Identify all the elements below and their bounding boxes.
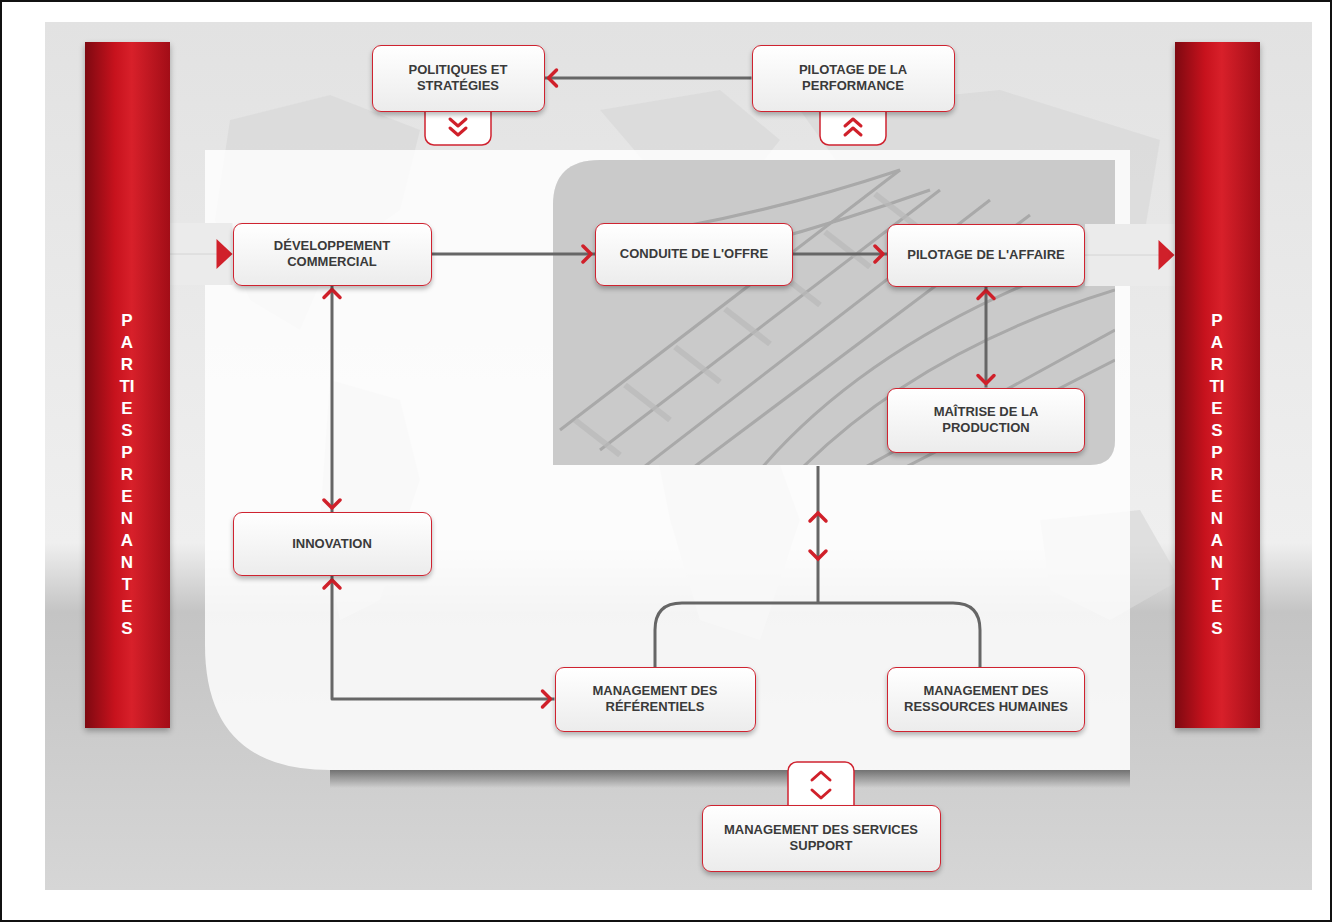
- process-box: PILOTAGE DE LA PERFORMANCE: [752, 45, 955, 112]
- stakeholder-band: PARTIES PRENANTES: [85, 42, 170, 728]
- arrow-head: [543, 691, 551, 707]
- box-label: MANAGEMENT DES RESSOURCES HUMAINES: [898, 683, 1074, 715]
- entry-bar: [170, 223, 233, 285]
- box-label: MAÎTRISE DE LA PRODUCTION: [898, 404, 1074, 436]
- arrow-head: [1159, 240, 1175, 270]
- flow-connector: [545, 70, 752, 86]
- illustration-part: [450, 119, 466, 126]
- illustration-part: [655, 603, 980, 667]
- flow-connector: [978, 287, 994, 388]
- flow-connector: [432, 246, 596, 262]
- entry-arrow: [170, 239, 233, 269]
- illustration-part: [845, 128, 861, 135]
- band-label: PARTIES PRENANTES: [1209, 310, 1226, 640]
- box-label: POLITIQUES ET STRATÉGIES: [383, 62, 534, 94]
- chevron-marks: [450, 119, 861, 798]
- illustration-part: [812, 772, 830, 780]
- connector-line: [545, 77, 752, 80]
- arrow-head: [583, 246, 591, 262]
- illustration-part: [810, 551, 826, 559]
- band-label: PARTIES PRENANTES: [119, 310, 136, 640]
- arrow-head: [549, 70, 557, 86]
- main-panel: [205, 150, 1130, 770]
- entry-arrow: [1085, 240, 1175, 270]
- flow-connector: [793, 246, 887, 262]
- arrow-head: [978, 376, 994, 384]
- connector-line: [432, 253, 596, 256]
- box-label: MANAGEMENT DES RÉFÉRENTIELS: [566, 683, 745, 715]
- process-box: MANAGEMENT DES RESSOURCES HUMAINES: [887, 667, 1085, 732]
- arrow-head: [978, 291, 994, 299]
- arrow-head: [324, 580, 340, 588]
- illustration-part: [553, 160, 1115, 465]
- illustration-part: [845, 119, 861, 126]
- process-box: POLITIQUES ET STRATÉGIES: [372, 45, 545, 112]
- process-box: INNOVATION: [233, 512, 432, 576]
- box-label: CONDUITE DE L'OFFRE: [620, 246, 768, 262]
- arrow-head: [324, 290, 340, 298]
- illustration-part: [553, 160, 1115, 465]
- connector-line: [331, 286, 334, 513]
- illustration-part: [810, 513, 826, 521]
- box-label: MANAGEMENT DES SERVICES SUPPORT: [713, 822, 930, 854]
- group-connector: [655, 466, 980, 667]
- process-box: MAÎTRISE DE LA PRODUCTION: [887, 388, 1085, 453]
- illustration-part: [817, 466, 820, 603]
- box-label: PILOTAGE DE L'AFFAIRE: [907, 247, 1064, 263]
- box-label: DÉVELOPPEMENT COMMERCIAL: [244, 238, 421, 270]
- illustration-part: [812, 790, 830, 798]
- connector-line: [793, 253, 887, 256]
- flow-connector: [324, 286, 340, 513]
- process-box: CONDUITE DE L'OFFRE: [595, 223, 793, 286]
- connector-line: [985, 287, 988, 388]
- connector-line: [332, 576, 555, 699]
- process-box: MANAGEMENT DES SERVICES SUPPORT: [702, 805, 941, 872]
- illustration-part: [450, 128, 466, 135]
- railway-photo: [553, 160, 1115, 470]
- stakeholder-band: PARTIES PRENANTES: [1175, 42, 1260, 728]
- backdrop: [45, 22, 1312, 890]
- arrow-head: [875, 246, 883, 262]
- process-box: DÉVELOPPEMENT COMMERCIAL: [233, 223, 432, 286]
- process-box: PILOTAGE DE L'AFFAIRE: [887, 224, 1085, 287]
- entry-bar: [1085, 224, 1175, 286]
- process-box: MANAGEMENT DES RÉFÉRENTIELS: [555, 667, 756, 732]
- panel-shadow: [330, 770, 1130, 788]
- box-label: PILOTAGE DE LA PERFORMANCE: [763, 62, 944, 94]
- arrow-head: [324, 500, 340, 508]
- flow-connector: [324, 576, 555, 707]
- arrow-head: [217, 239, 233, 269]
- box-label: INNOVATION: [292, 536, 372, 552]
